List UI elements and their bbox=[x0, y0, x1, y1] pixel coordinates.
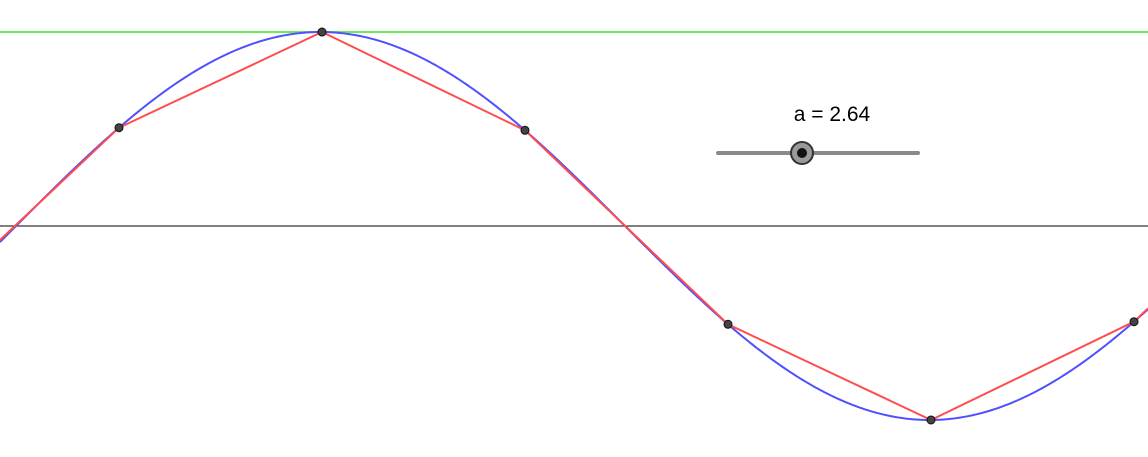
point-1[interactable] bbox=[114, 123, 124, 133]
point-2[interactable] bbox=[317, 27, 327, 37]
point-6[interactable] bbox=[1129, 317, 1139, 327]
point-5[interactable] bbox=[926, 415, 936, 425]
polyline-approximation bbox=[0, 30, 1148, 422]
point-3[interactable] bbox=[520, 125, 530, 135]
point-4[interactable] bbox=[723, 319, 733, 329]
polyline-points[interactable] bbox=[114, 27, 1139, 425]
slider-a[interactable]: a = 2.64 bbox=[716, 100, 922, 170]
slider-label: a = 2.64 bbox=[793, 103, 871, 126]
sine-curve bbox=[0, 30, 1148, 422]
slider-track[interactable] bbox=[716, 151, 920, 155]
slider-thumb[interactable] bbox=[789, 141, 814, 165]
